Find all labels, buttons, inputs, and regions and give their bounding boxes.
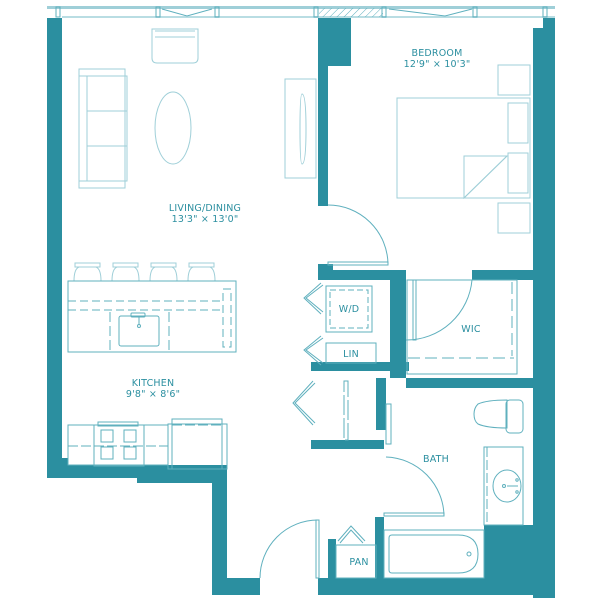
bath-fixtures bbox=[383, 399, 524, 579]
refrigerator-icon bbox=[167, 418, 228, 470]
room-name: WIC bbox=[461, 324, 481, 335]
room-label-kitchen: KITCHEN 9'8" × 8'6" bbox=[108, 378, 198, 400]
sink-icon bbox=[118, 315, 160, 347]
bifold-door-wd[interactable] bbox=[303, 282, 324, 315]
room-label-bath: BATH bbox=[420, 454, 452, 465]
bifold-door-closet[interactable] bbox=[292, 380, 316, 426]
linen-closet bbox=[325, 342, 377, 364]
wic-shelf bbox=[406, 279, 518, 375]
nightstand-bottom bbox=[497, 202, 531, 234]
room-dimensions: 9'8" × 8'6" bbox=[125, 389, 181, 400]
room-name: BEDROOM bbox=[411, 48, 463, 59]
room-label-bedroom: BEDROOM 12'9" × 10'3" bbox=[392, 48, 482, 70]
pantry bbox=[335, 544, 377, 579]
living-furniture bbox=[73, 28, 317, 282]
toilet-icon bbox=[473, 399, 524, 434]
room-label-wic: WIC bbox=[456, 324, 486, 335]
armchair bbox=[151, 28, 199, 64]
closet-shelf bbox=[343, 380, 349, 441]
kitchen-counter bbox=[67, 418, 228, 470]
room-name: PAN bbox=[349, 557, 369, 568]
entry-door[interactable] bbox=[259, 519, 320, 579]
walls bbox=[47, 18, 555, 598]
doors bbox=[259, 204, 473, 579]
nightstand-top bbox=[497, 64, 531, 96]
kitchen-island bbox=[67, 280, 237, 353]
room-name: LIN bbox=[343, 349, 359, 360]
room-label-living-dining: LIVING/DINING 13'3" × 13'0" bbox=[160, 203, 250, 225]
room-label-lin: LIN bbox=[336, 349, 366, 360]
window-wall-top bbox=[47, 6, 555, 18]
coffee-table bbox=[154, 91, 192, 165]
bifold-door-pan[interactable] bbox=[337, 525, 366, 544]
bathtub-icon bbox=[383, 529, 485, 579]
closets bbox=[325, 279, 518, 579]
sofa bbox=[78, 68, 128, 189]
bed bbox=[396, 97, 531, 200]
bar-stools bbox=[73, 262, 216, 282]
room-name: W/D bbox=[338, 304, 360, 315]
room-name: LIVING/DINING bbox=[168, 203, 242, 214]
bedroom-door[interactable] bbox=[327, 204, 389, 266]
bedroom-furniture bbox=[396, 64, 531, 234]
room-name: KITCHEN bbox=[131, 378, 175, 389]
range-icon bbox=[93, 421, 145, 467]
vanity-sink-icon bbox=[483, 446, 524, 526]
washer-dryer bbox=[325, 285, 373, 333]
room-name: BATH bbox=[422, 454, 450, 465]
room-dimensions: 13'3" × 13'0" bbox=[171, 214, 239, 225]
bath-door[interactable] bbox=[383, 456, 445, 517]
room-label-wd: W/D bbox=[334, 304, 364, 315]
room-dimensions: 12'9" × 10'3" bbox=[403, 59, 471, 70]
bifold-door-lin[interactable] bbox=[303, 335, 324, 366]
tv-console bbox=[284, 78, 317, 179]
room-label-pan: PAN bbox=[344, 557, 374, 568]
